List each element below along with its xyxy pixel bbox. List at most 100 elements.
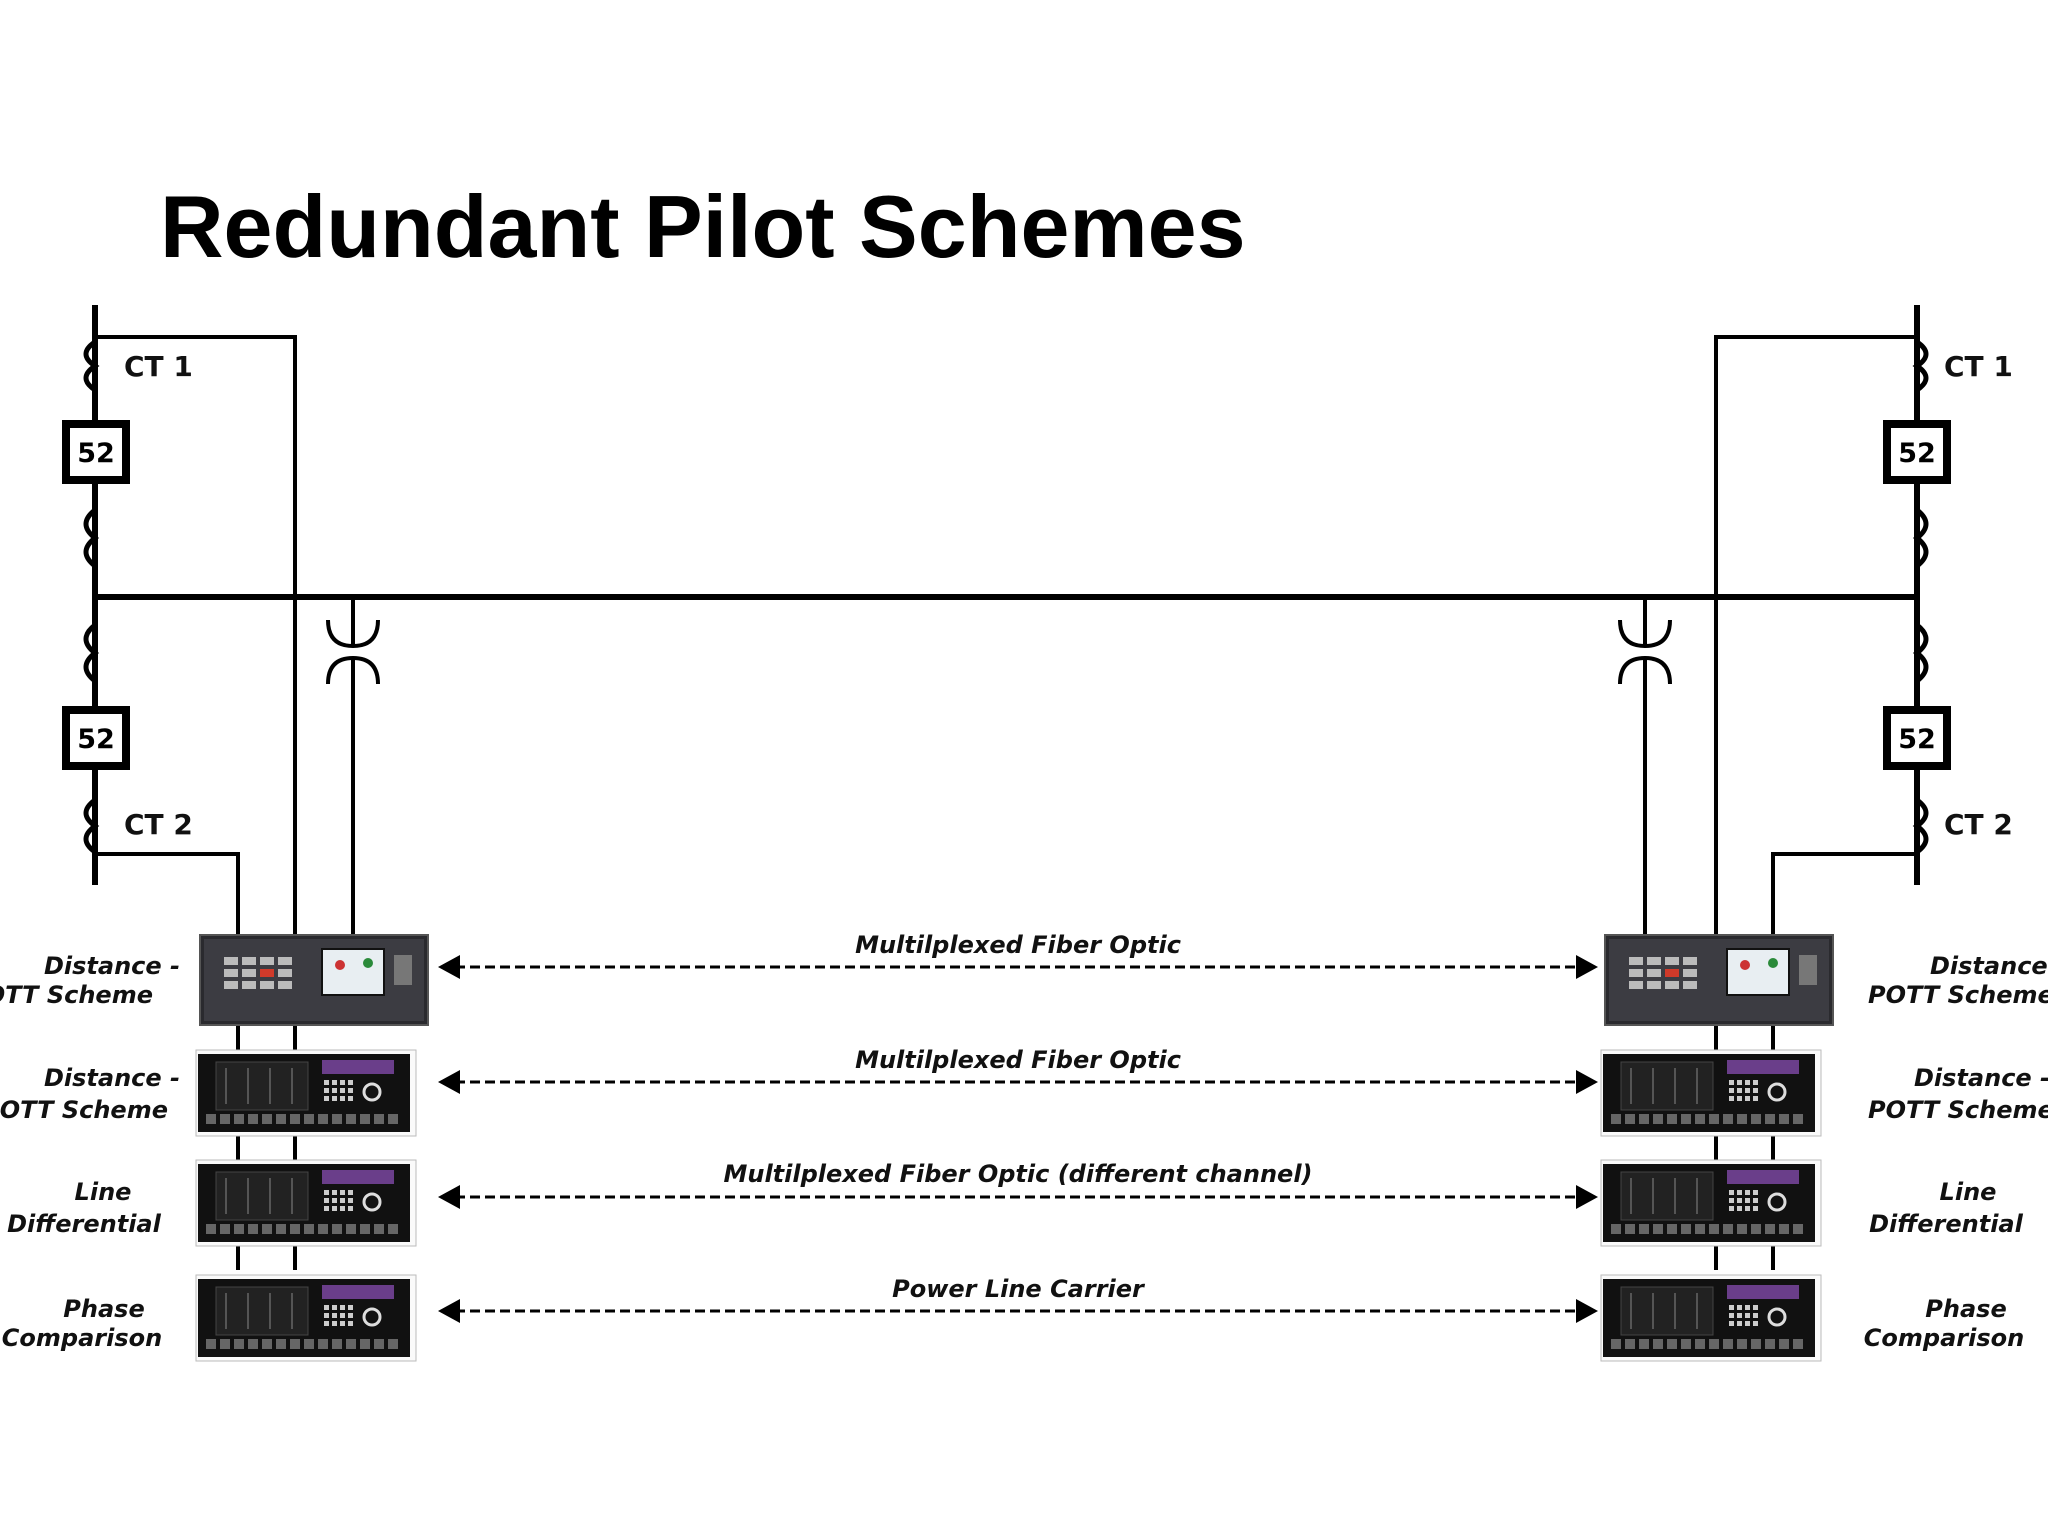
relay-key (1745, 1190, 1750, 1195)
relay-button (318, 1224, 328, 1234)
relay-button (290, 1224, 300, 1234)
relay-key (348, 1206, 353, 1211)
relay-key (348, 1313, 353, 1318)
relay-accent-panel (1727, 1285, 1799, 1299)
relay-key (1729, 1080, 1734, 1085)
relay-button (1779, 1114, 1789, 1124)
right-relay-3-label-a: Line (1940, 1178, 1997, 1206)
right-relay-1-label-b: POTT Scheme (1868, 981, 2048, 1009)
relay-key (224, 957, 238, 965)
relay-button (1765, 1339, 1775, 1349)
relay-key (340, 1321, 345, 1326)
relay-key (224, 969, 238, 977)
right-breaker-top-label: 52 (1898, 438, 1936, 469)
arrowhead-right (1576, 955, 1598, 979)
relay-button (1611, 1224, 1621, 1234)
relay-key (242, 957, 256, 965)
left-relay-3-label-b: Differential (7, 1210, 162, 1238)
relay-accent-panel (322, 1170, 394, 1184)
left-breaker-top (62, 420, 130, 484)
right-relay-3-label-b: Differential (1869, 1210, 2024, 1238)
relay-key (340, 1206, 345, 1211)
relay-key (1745, 1305, 1750, 1310)
arrowhead-left (438, 1070, 460, 1094)
relay-button (1639, 1224, 1649, 1234)
relay-key (348, 1080, 353, 1085)
relay-key (324, 1088, 329, 1093)
left-ct1-symbol (83, 339, 100, 393)
relay-button (206, 1339, 216, 1349)
relay-key (260, 981, 274, 989)
relay-button (220, 1224, 230, 1234)
relay-display (215, 1171, 309, 1221)
relay-button (1709, 1224, 1719, 1234)
relay-button (1695, 1114, 1705, 1124)
relay-button (304, 1224, 314, 1234)
relay-button (1723, 1224, 1733, 1234)
relay-key (260, 969, 274, 977)
relay-button (206, 1114, 216, 1124)
relay-key (348, 1321, 353, 1326)
relay-knob (1767, 1082, 1787, 1102)
relay-key (260, 957, 274, 965)
relay-key (1647, 969, 1661, 977)
left-relay-1 (199, 934, 429, 1026)
right-breaker-bottom-label: 52 (1898, 724, 1936, 755)
relay-button (1667, 1339, 1677, 1349)
left-relay-3 (195, 1159, 417, 1247)
relay-button (1653, 1339, 1663, 1349)
relay-key (1729, 1198, 1734, 1203)
relay-button (1779, 1339, 1789, 1349)
relay-button (360, 1224, 370, 1234)
relay-stacks (195, 934, 1834, 1362)
relay-key (1737, 1321, 1742, 1326)
relay-key (340, 1198, 345, 1203)
relay-key (224, 981, 238, 989)
right-relay-2-label-b: POTT Scheme (1868, 1096, 2048, 1124)
relay-accent-panel (1727, 1060, 1799, 1074)
relay-key (324, 1080, 329, 1085)
left-station: CT 1 52 52 CT 2 (62, 305, 380, 1270)
relay-knob (362, 1307, 382, 1327)
relay-button (332, 1224, 342, 1234)
relay-button (1611, 1114, 1621, 1124)
relay-key (1629, 957, 1643, 965)
relay-display (1620, 1061, 1714, 1111)
relay-button (234, 1339, 244, 1349)
relay-face (1609, 939, 1829, 1021)
relay-button (276, 1114, 286, 1124)
relay-key (348, 1190, 353, 1195)
relay-button (374, 1339, 384, 1349)
right-ct-upper-symbol (1912, 508, 1929, 568)
channel-3-arrow (438, 1185, 1598, 1209)
relay-key (1729, 1321, 1734, 1326)
relay-key (332, 1198, 337, 1203)
arrowhead-right (1576, 1299, 1598, 1323)
right-breaker-bottom (1883, 706, 1951, 770)
relay-button (1793, 1339, 1803, 1349)
left-ct2-label: CT 2 (124, 808, 193, 841)
right-ct1-label: CT 1 (1944, 350, 2013, 383)
relay-key (1745, 1321, 1750, 1326)
relay-key (1665, 957, 1679, 965)
relay-key (1753, 1096, 1758, 1101)
relay-key (1745, 1080, 1750, 1085)
relay-key (1683, 957, 1697, 965)
relay-screen-mark (1768, 958, 1778, 968)
left-relay-1-label-a: Distance - (44, 952, 180, 980)
relay-button (1779, 1224, 1789, 1234)
relay-display (215, 1061, 309, 1111)
relay-key (332, 1080, 337, 1085)
channel-2-label: Multilplexed Fiber Optic (855, 1046, 1181, 1074)
arrowhead-right (1576, 1185, 1598, 1209)
relay-screen (321, 948, 385, 996)
relay-key (1729, 1313, 1734, 1318)
relay-button (1751, 1114, 1761, 1124)
left-ct1-label: CT 1 (124, 350, 193, 383)
left-relay-4-label-a: Phase (63, 1295, 144, 1323)
right-ct2-symbol (1912, 797, 1929, 855)
relay-key (1665, 981, 1679, 989)
relay-button (220, 1339, 230, 1349)
relay-accent-panel (322, 1285, 394, 1299)
relay-button (262, 1114, 272, 1124)
